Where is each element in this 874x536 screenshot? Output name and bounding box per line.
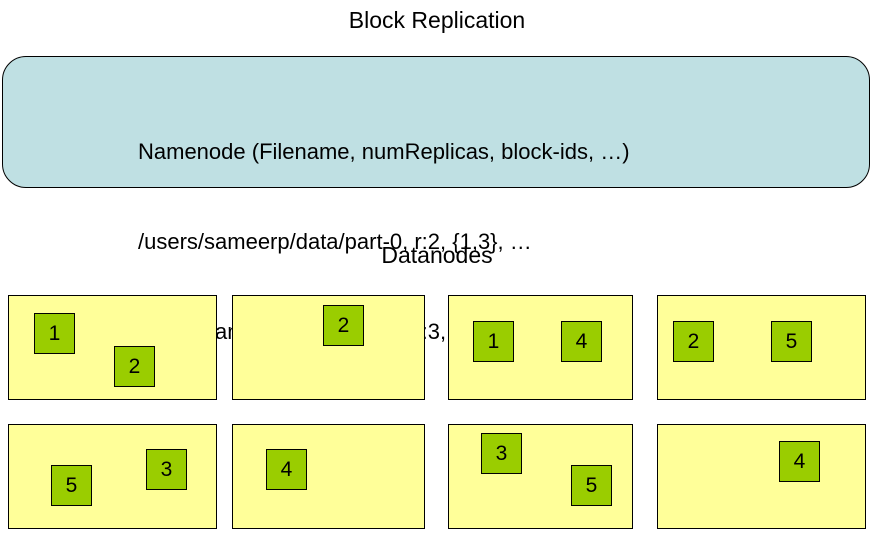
block-4: 4: [561, 321, 602, 362]
block-4: 4: [266, 449, 307, 490]
block-2: 2: [673, 321, 714, 362]
datanode-2: 2: [232, 295, 425, 400]
datanode-8: 4: [657, 424, 866, 529]
page-title: Block Replication: [348, 7, 526, 33]
block-4: 4: [779, 441, 820, 482]
block-2: 2: [323, 305, 364, 346]
block-5: 5: [571, 465, 612, 506]
datanode-6: 4: [232, 424, 425, 529]
namenode-panel: Namenode (Filename, numReplicas, block-i…: [2, 56, 870, 344]
block-3: 3: [481, 433, 522, 474]
block-2: 2: [114, 346, 155, 387]
namenode-line-header: Namenode (Filename, numReplicas, block-i…: [138, 139, 630, 164]
block-3: 3: [146, 449, 187, 490]
datanodes-caption: Datanodes: [381, 242, 493, 268]
block-1: 1: [473, 321, 514, 362]
block-5: 5: [771, 321, 812, 362]
namenode-line-part-0: /users/sameerp/data/part-0, r:2, {1,3}, …: [138, 229, 532, 254]
block-1: 1: [34, 313, 75, 354]
block-5: 5: [51, 465, 92, 506]
